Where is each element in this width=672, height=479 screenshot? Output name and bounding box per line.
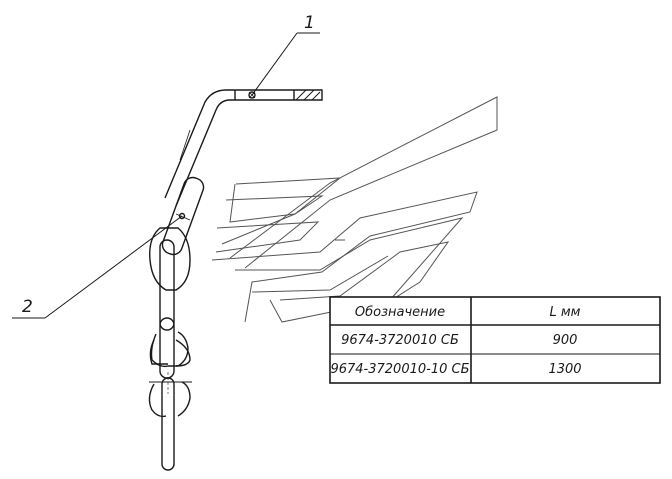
table-cell-designation-1: 9674-3720010 СБ: [341, 333, 459, 348]
callout-2: 2: [12, 215, 183, 319]
callout-2-label: 2: [22, 297, 33, 317]
table-cell-length-2: 1300: [548, 362, 581, 377]
callout-1: 1: [251, 13, 320, 96]
chain-link-side-1: [149, 227, 191, 291]
table-header-length: L мм: [550, 305, 581, 320]
background-logo: [211, 96, 498, 323]
chain-link-front-3: [161, 377, 175, 471]
chain: [148, 227, 192, 471]
callout-1-label: 1: [304, 13, 315, 33]
table-cell-length-1: 900: [553, 333, 578, 348]
table-header-designation: Обозначение: [355, 305, 445, 320]
connector-link: [161, 176, 205, 256]
chain-link-side-2: [149, 339, 191, 367]
weld-mark-2: [178, 212, 186, 220]
bent-bar: [164, 89, 323, 207]
weld-mark-1: [248, 91, 256, 99]
designation-table: Обозначение L мм 9674-3720010 СБ 900 967…: [329, 296, 661, 384]
table-cell-designation-2: 9674-3720010-10 СБ: [330, 362, 469, 377]
chain-link-side-3: [148, 381, 191, 418]
chain-link-front-1: [159, 239, 175, 331]
